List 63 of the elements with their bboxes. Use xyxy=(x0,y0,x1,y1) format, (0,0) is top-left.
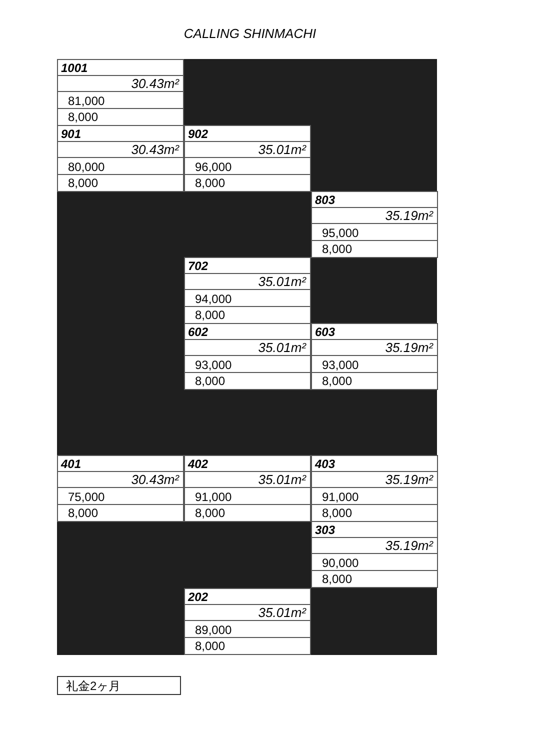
title: CALLING SHINMACHI xyxy=(182,26,318,41)
fee-amount: 8,000 xyxy=(68,110,98,124)
unit-number: 803 xyxy=(315,193,336,207)
floor-area: 35.19m² xyxy=(385,538,433,554)
unit-cell xyxy=(184,588,311,655)
fee-amount: 8,000 xyxy=(322,506,352,520)
note-box xyxy=(57,676,181,695)
unit-cell xyxy=(311,323,438,390)
floor-area: 35.19m² xyxy=(385,208,433,224)
unit-number: 1001 xyxy=(61,61,88,75)
note-text: 礼金2ヶ月 xyxy=(66,678,121,694)
floor-area: 35.01m² xyxy=(258,142,306,158)
unit-cell xyxy=(184,455,311,522)
floor-area: 35.01m² xyxy=(258,472,306,488)
unit-cell xyxy=(311,191,438,258)
fee-amount: 8,000 xyxy=(195,506,226,520)
rent-amount: 95,000 xyxy=(322,226,359,240)
rent-amount: 93,000 xyxy=(195,358,232,372)
floor-area: 35.19m² xyxy=(385,340,433,356)
unit-number: 901 xyxy=(61,127,82,141)
floor-area: 30.43m² xyxy=(131,472,179,488)
unit-number: 202 xyxy=(188,590,208,604)
unit-number: 702 xyxy=(188,259,208,273)
unit-cell xyxy=(184,125,311,192)
fee-amount: 8,000 xyxy=(322,572,352,586)
unit-number: 602 xyxy=(188,325,208,339)
rent-amount: 91,000 xyxy=(195,490,232,504)
floor-area: 35.19m² xyxy=(385,472,433,488)
fee-amount: 8,000 xyxy=(195,308,226,322)
unit-cell xyxy=(311,455,438,522)
fee-amount: 8,000 xyxy=(195,638,226,653)
fee-amount: 8,000 xyxy=(322,374,352,388)
unit-number: 403 xyxy=(315,457,336,471)
rent-amount: 75,000 xyxy=(68,490,105,504)
floor-area: 35.01m² xyxy=(258,274,306,290)
unit-cell xyxy=(57,59,184,126)
unit-number: 303 xyxy=(315,523,336,537)
unit-cell xyxy=(311,521,438,588)
rent-amount: 81,000 xyxy=(68,94,105,108)
unit-cell xyxy=(57,455,184,522)
rent-amount: 90,000 xyxy=(322,556,359,570)
rent-amount: 96,000 xyxy=(195,160,232,174)
floor-area: 30.43m² xyxy=(131,142,179,158)
fee-amount: 8,000 xyxy=(68,176,98,190)
fee-amount: 8,000 xyxy=(322,242,352,256)
floor-area: 35.01m² xyxy=(258,605,306,620)
rent-amount: 94,000 xyxy=(195,292,232,306)
rent-amount: 89,000 xyxy=(195,622,232,636)
rent-amount: 80,000 xyxy=(68,160,105,174)
rent-amount: 93,000 xyxy=(322,358,359,372)
rent-amount: 91,000 xyxy=(322,490,359,504)
unit-number: 902 xyxy=(188,127,208,141)
floor-area: 30.43m² xyxy=(131,76,179,92)
unit-cell xyxy=(184,323,311,390)
unit-number: 402 xyxy=(188,457,208,471)
fee-amount: 8,000 xyxy=(195,176,226,190)
fee-amount: 8,000 xyxy=(68,506,98,520)
floor-area: 35.01m² xyxy=(258,340,306,356)
unit-cell xyxy=(57,125,184,192)
unit-number: 603 xyxy=(315,325,336,339)
fee-amount: 8,000 xyxy=(195,374,226,388)
unit-cell xyxy=(184,257,311,324)
unit-number: 401 xyxy=(61,457,82,471)
